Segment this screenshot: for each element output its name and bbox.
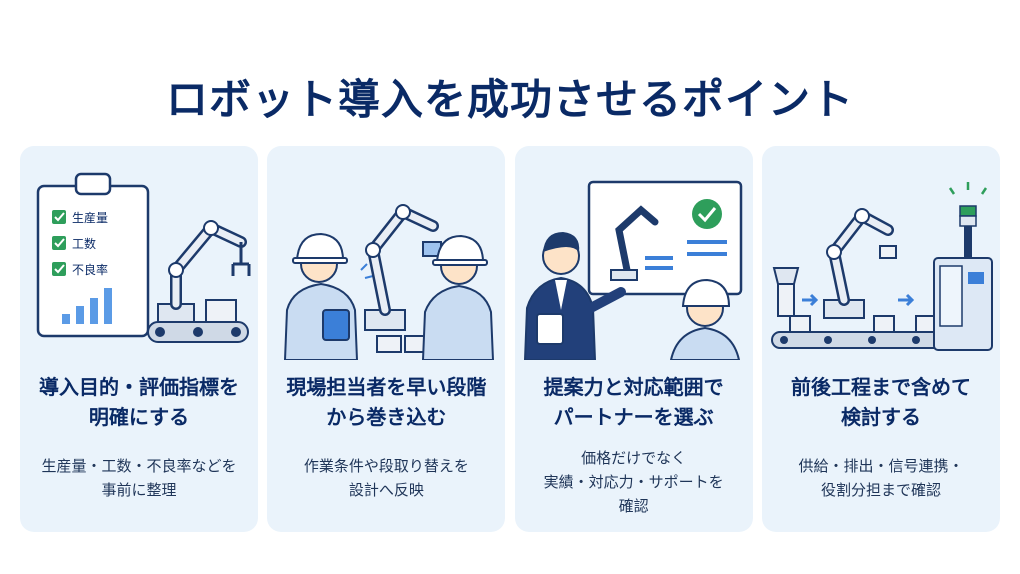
production-line-illustration <box>770 182 993 351</box>
checklist-item-2: 工数 <box>72 236 96 251</box>
point-title: 現場担当者を早い段階 から巻き込む <box>286 375 487 429</box>
presentation-illustration <box>523 180 742 360</box>
point-title: 導入目的・評価指標を 明確にする <box>39 375 239 429</box>
checklist-item-3: 不良率 <box>72 262 108 277</box>
workers-robot-illustration <box>284 204 495 360</box>
page-title: ロボット導入を成功させるポイント <box>165 75 854 124</box>
point-description: 供給・排出・信号連携・ 役割分担まで確認 <box>798 457 964 499</box>
point-card-processes: 前後工程まで含めて 検討する 供給・排出・信号連携・ 役割分担まで確認 <box>761 146 1000 532</box>
point-title: 前後工程まで含めて 検討する <box>790 375 971 429</box>
checklist-item-1: 生産量 <box>72 210 108 225</box>
point-card-objectives: 生産量 工数 不良率 導入目的・評価指標を 明確にする 生産量・工数・不良率など… <box>20 146 258 532</box>
point-card-partner: 提案力と対応範囲で パートナーを選ぶ 価格だけでなく 実績・対応力・サポートを … <box>514 146 753 532</box>
point-description: 生産量・工数・不良率などを 事前に整理 <box>41 457 237 499</box>
point-card-involve-staff: 現場担当者を早い段階 から巻き込む 作業条件や段取り替えを 設計へ反映 <box>267 146 506 532</box>
points-list: 生産量 工数 不良率 導入目的・評価指標を 明確にする 生産量・工数・不良率など… <box>20 146 1000 532</box>
point-title: 提案力と対応範囲で パートナーを選ぶ <box>543 375 724 429</box>
point-description: 作業条件や段取り替えを 設計へ反映 <box>303 457 469 499</box>
clipboard-robot-illustration: 生産量 工数 不良率 <box>36 172 251 343</box>
point-description: 価格だけでなく 実績・対応力・サポートを 確認 <box>543 449 724 515</box>
